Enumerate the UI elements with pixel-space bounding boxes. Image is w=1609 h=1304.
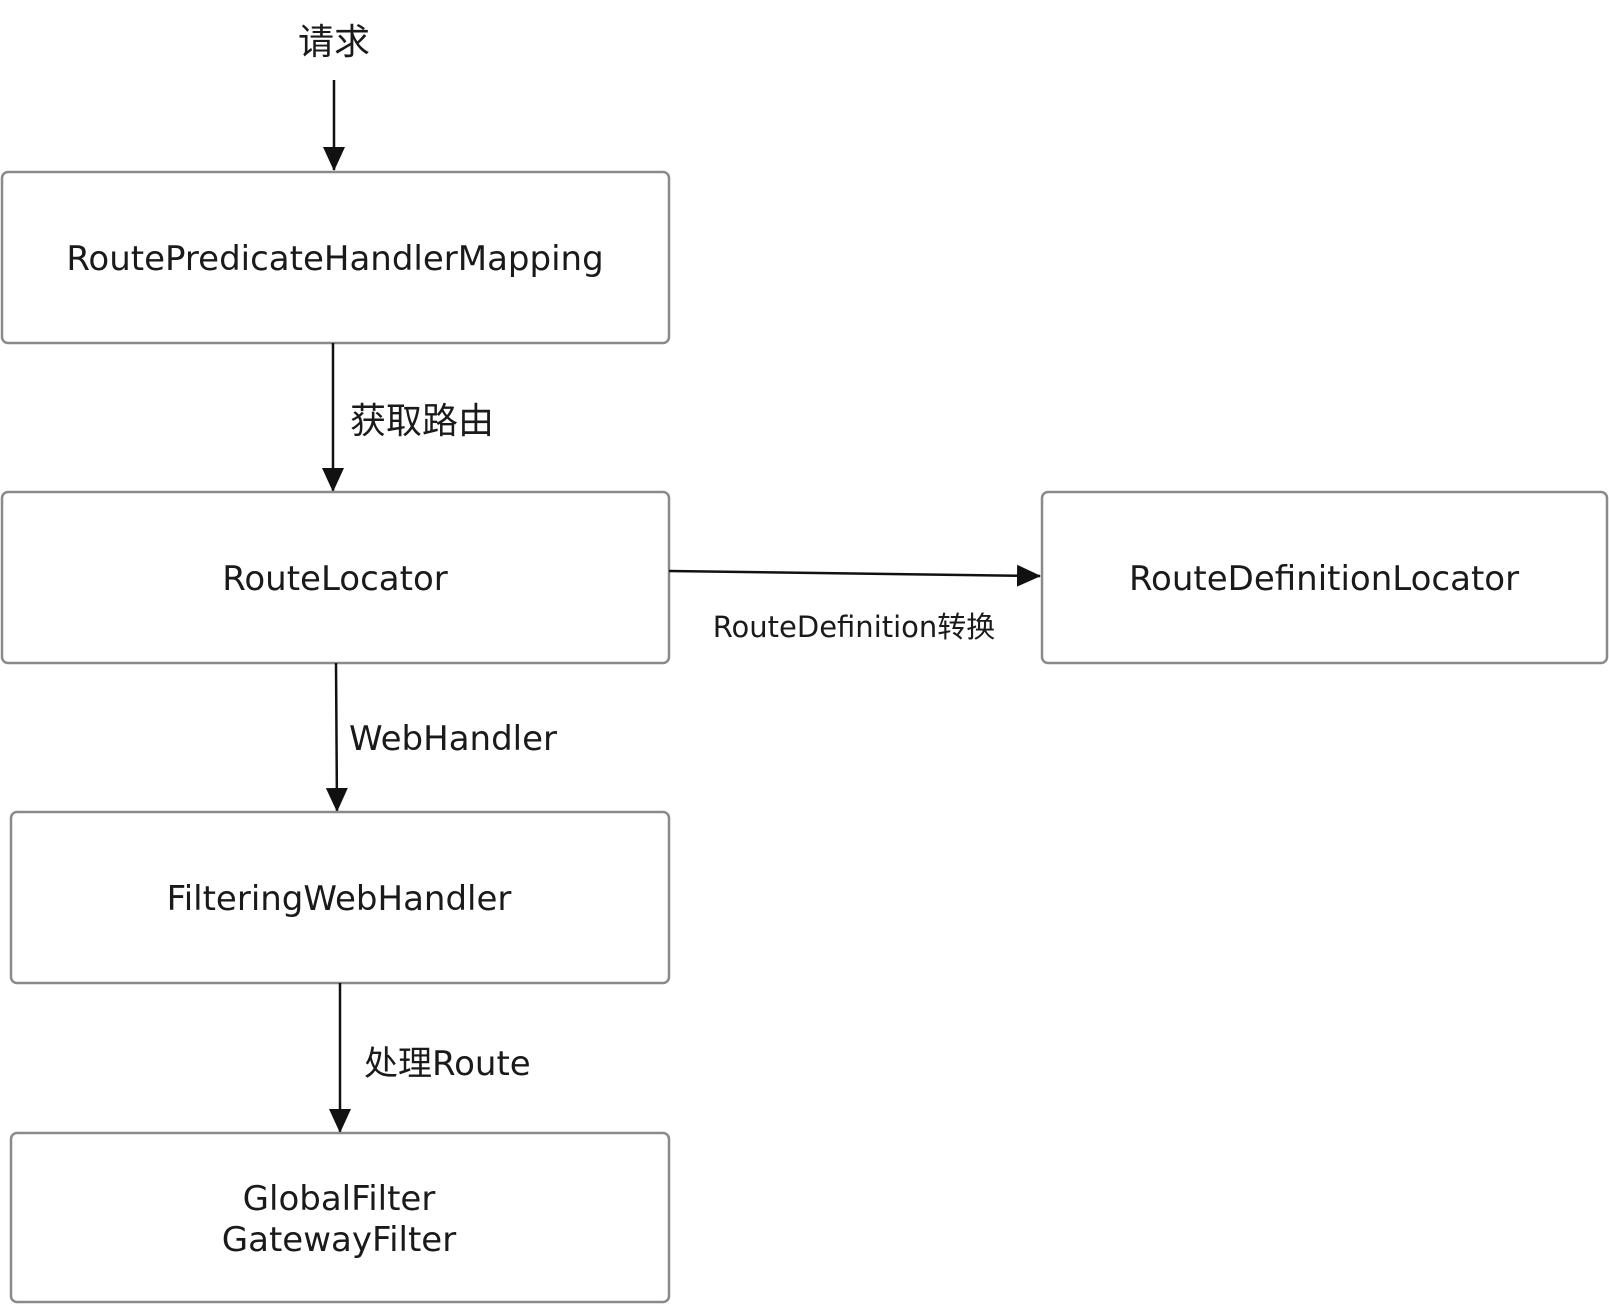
node-filtering-web-handler-label: FilteringWebHandler	[167, 879, 512, 919]
node-route-predicate-handler-mapping-label: RoutePredicateHandlerMapping	[66, 239, 603, 279]
node-route-definition-locator: RouteDefinitionLocator	[1040, 490, 1609, 665]
arrow-locator-to-definition	[668, 564, 1041, 587]
node-filtering-web-handler: FilteringWebHandler	[9, 810, 671, 985]
node-route-predicate-handler-mapping: RoutePredicateHandlerMapping	[0, 170, 671, 345]
arrow-locator-to-handler	[325, 662, 348, 812]
edge-label-locator-to-definition: RouteDefinition转换	[713, 610, 996, 644]
node-filters: GlobalFilter GatewayFilter	[9, 1131, 671, 1304]
start-label: 请求	[298, 22, 370, 63]
node-route-locator-label: RouteLocator	[222, 559, 448, 599]
node-route-definition-locator-label: RouteDefinitionLocator	[1129, 559, 1519, 599]
node-filters-line-gateway: GatewayFilter	[222, 1220, 456, 1260]
node-filters-line-global: GlobalFilter	[243, 1179, 436, 1219]
edge-label-mapping-to-locator: 获取路由	[350, 401, 494, 442]
edge-label-locator-to-handler: WebHandler	[349, 719, 557, 759]
node-route-locator: RouteLocator	[0, 490, 671, 665]
edge-label-handler-to-filters: 处理Route	[364, 1044, 531, 1084]
